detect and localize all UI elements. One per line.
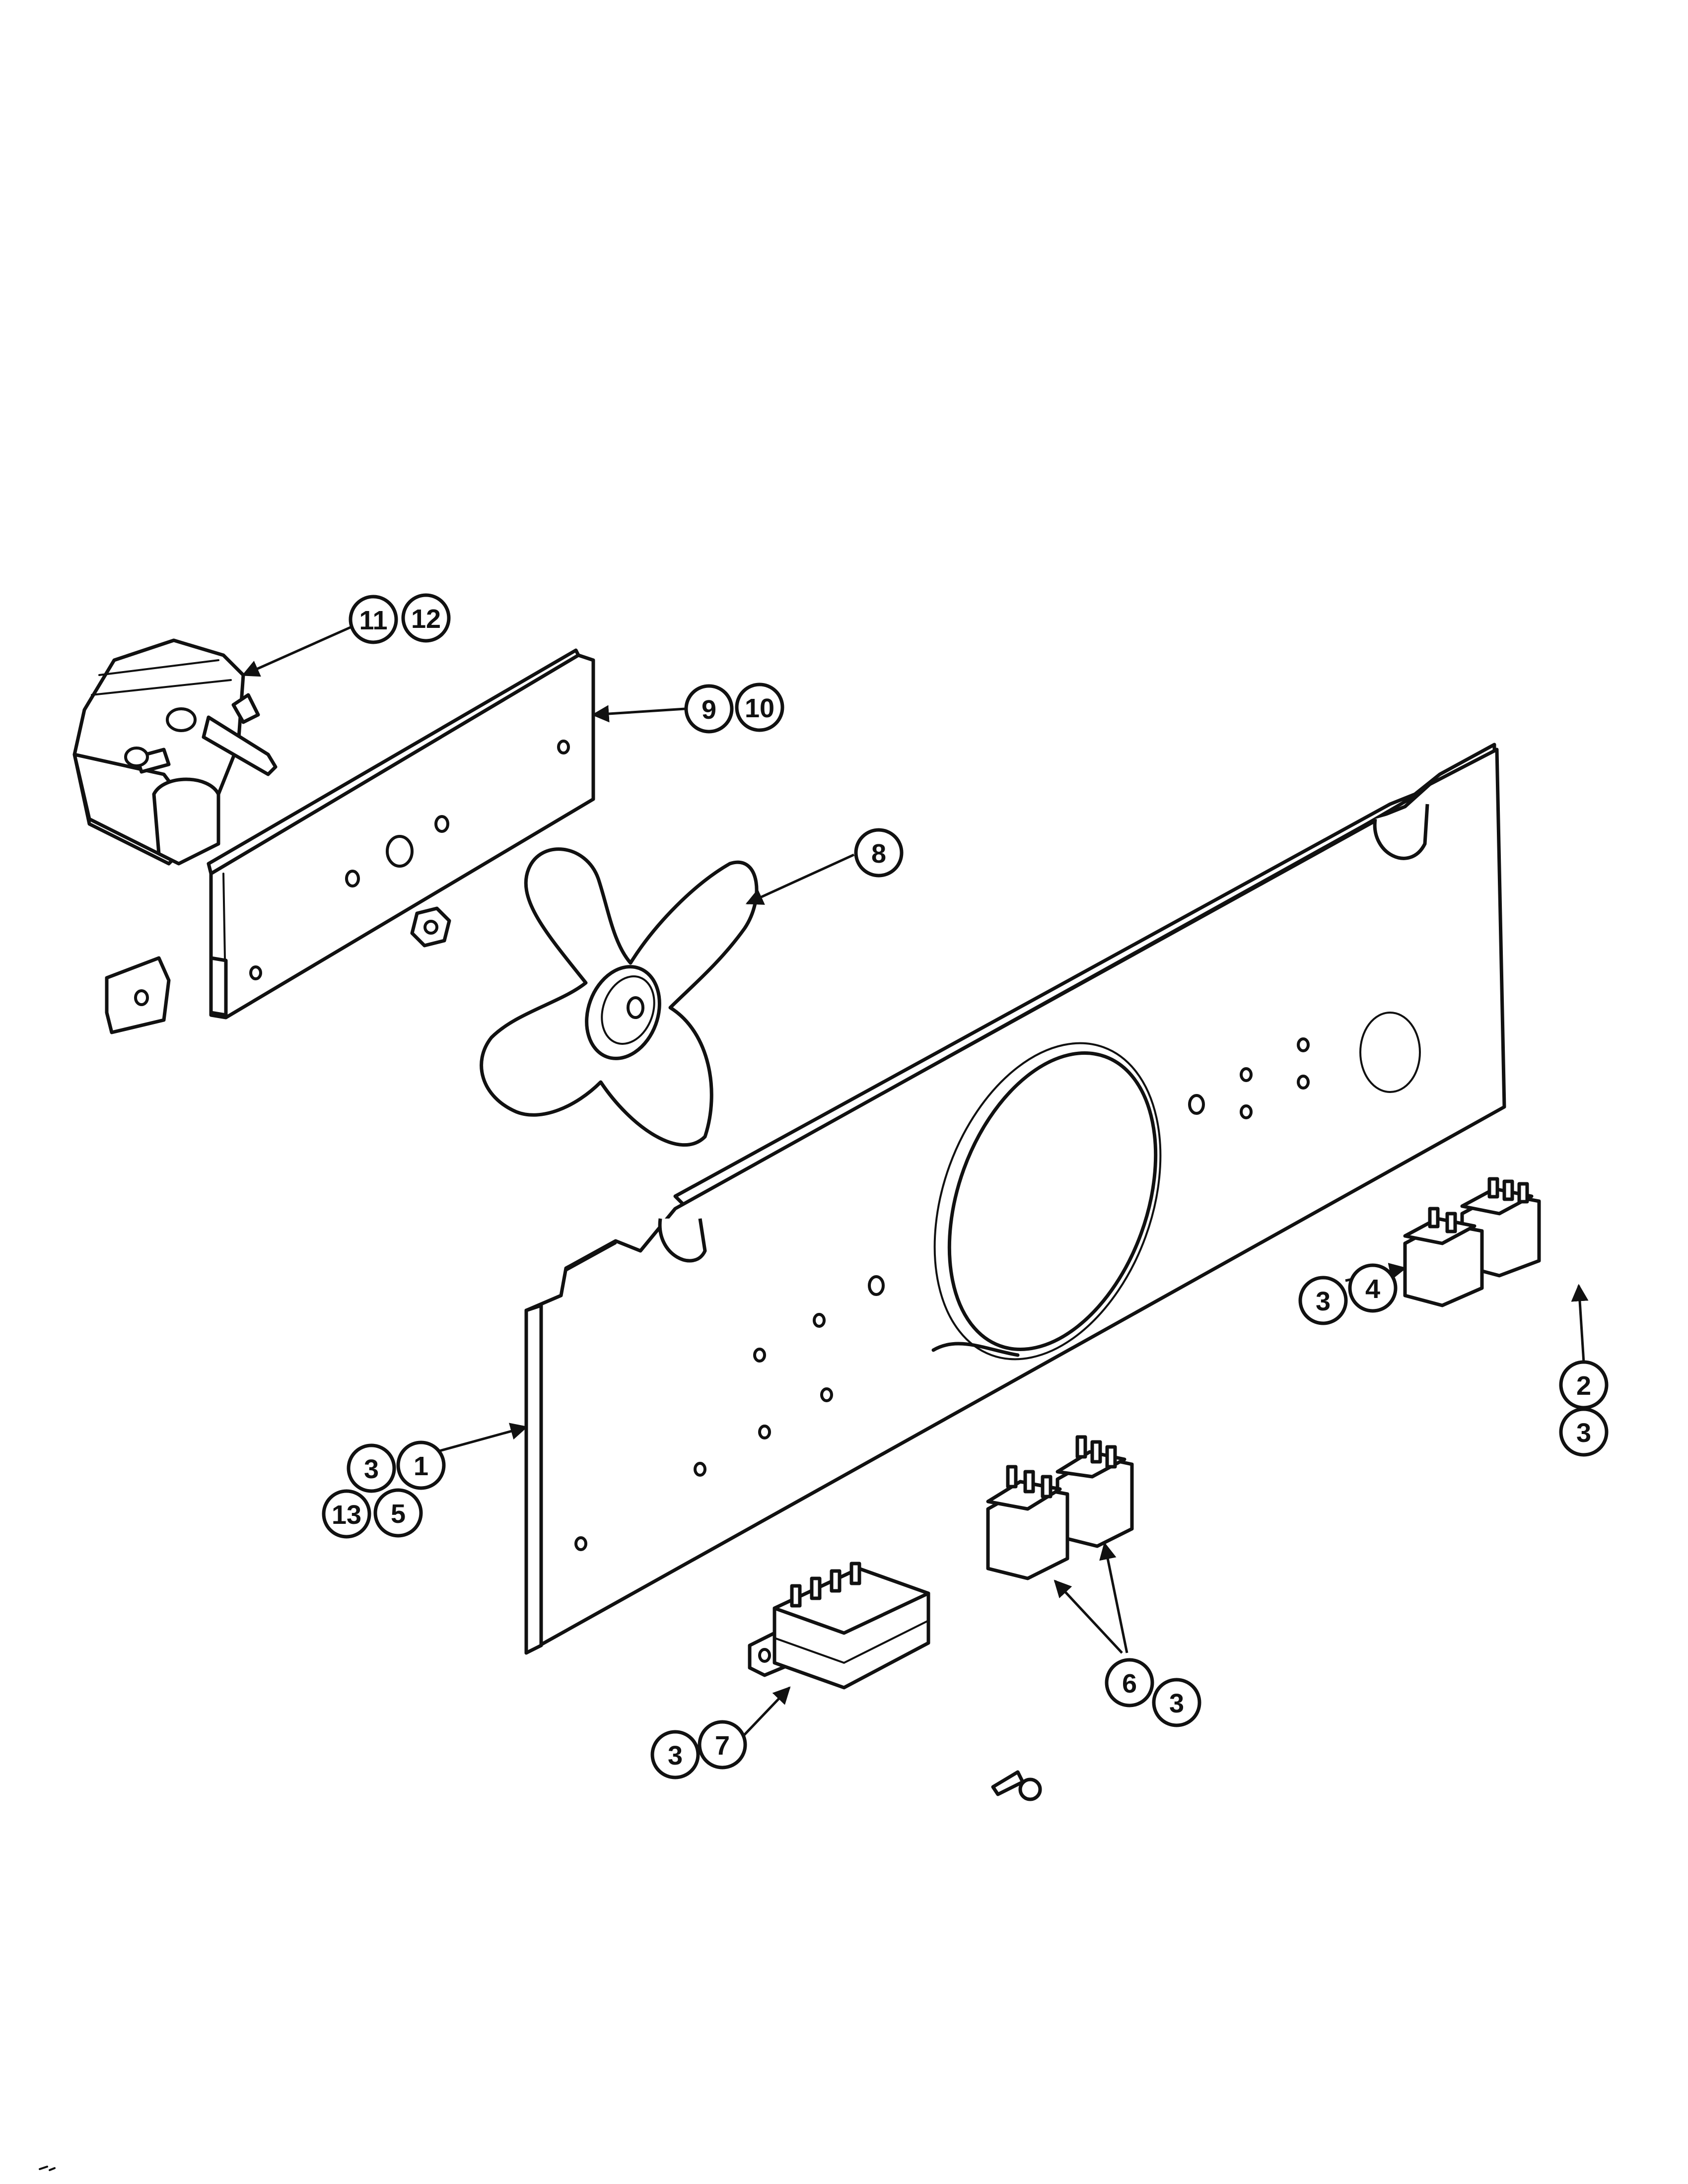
callout-4: 4 [1348, 1263, 1398, 1313]
callout-label-8: 8 [871, 839, 886, 869]
callout-6: 6 [1105, 1658, 1154, 1707]
callout-label-9: 9 [702, 695, 716, 725]
callout-1: 1 [396, 1440, 446, 1490]
callout-label-6: 6 [1122, 1669, 1137, 1699]
callout-7: 7 [698, 1720, 747, 1770]
hex-nut [410, 906, 451, 948]
callout-12: 12 [401, 593, 451, 643]
callout-3-panel: 3 [347, 1443, 396, 1493]
callout-label-2: 2 [1576, 1371, 1591, 1401]
transformer [748, 1562, 930, 1690]
fan-motor [72, 638, 278, 866]
callout-label-3-panel: 3 [364, 1454, 379, 1484]
callout-3-transformer: 3 [650, 1730, 700, 1779]
callout-3-relay-right-lower: 3 [1559, 1407, 1609, 1457]
callout-5: 5 [373, 1488, 423, 1538]
callout-label-13: 13 [332, 1500, 361, 1530]
callout-2: 2 [1559, 1360, 1609, 1410]
motor-bracket [207, 648, 595, 1020]
callout-3-relay-right: 3 [1298, 1276, 1348, 1325]
callout-label-7: 7 [715, 1731, 730, 1761]
fan-blade [480, 847, 759, 1147]
callout-label-3-transformer: 3 [668, 1741, 683, 1771]
callout-label-3-relay-right: 3 [1316, 1287, 1331, 1316]
callout-label-10: 10 [745, 693, 774, 723]
relay-pair-center [986, 1435, 1134, 1580]
callout-10: 10 [735, 682, 784, 732]
callout-13: 13 [322, 1489, 371, 1539]
callout-label-12: 12 [411, 604, 441, 634]
screw [991, 1770, 1042, 1801]
callout-label-1: 1 [414, 1451, 428, 1481]
callout-3-relay-center: 3 [1152, 1678, 1201, 1727]
callout-label-5: 5 [391, 1499, 406, 1529]
callout-label-3-lower: 3 [1576, 1418, 1591, 1448]
callout-label-3-relay-center: 3 [1169, 1689, 1184, 1718]
callout-11: 11 [349, 595, 398, 644]
callout-label-4: 4 [1365, 1274, 1380, 1304]
callout-label-11: 11 [359, 606, 387, 635]
callout-8: 8 [854, 828, 904, 878]
callout-9: 9 [684, 684, 734, 734]
control-panel [524, 743, 1506, 1655]
relay-pair-right [1403, 1177, 1541, 1307]
